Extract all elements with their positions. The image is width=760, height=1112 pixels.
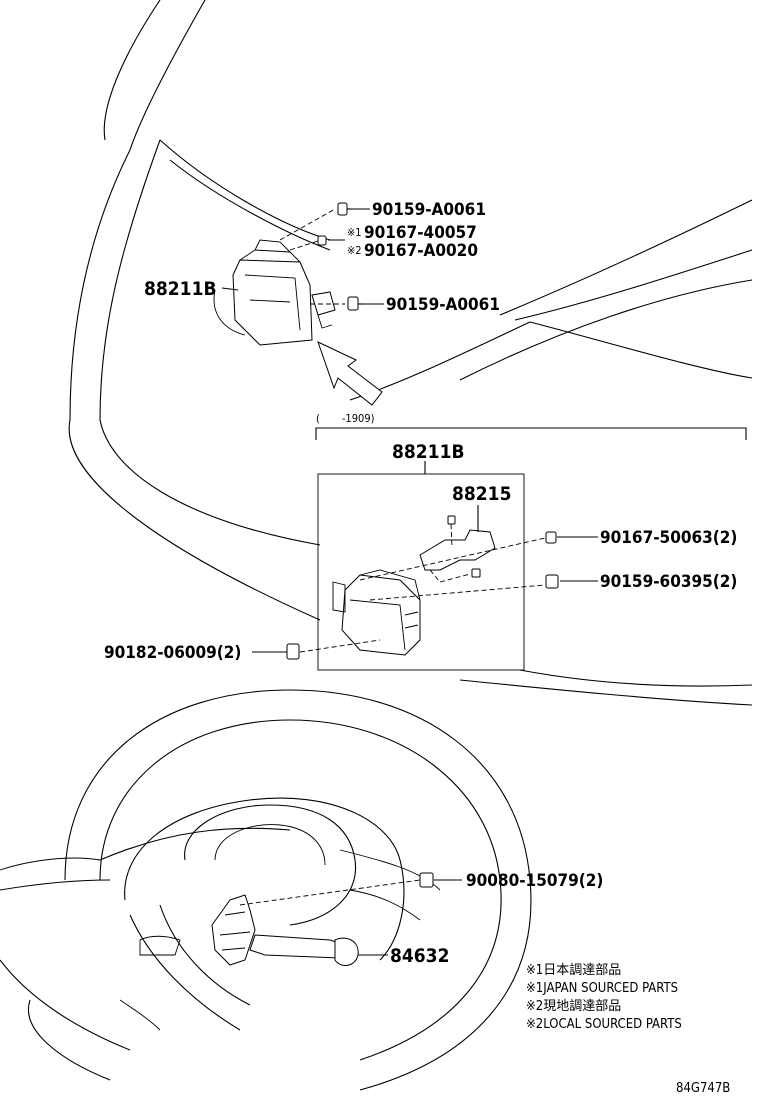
nut-detail-label: 90182-06009(2) <box>104 643 241 663</box>
unit-main-label: 88211B <box>144 278 217 300</box>
figure-id: 84G747B <box>676 1081 730 1096</box>
switch-leaders <box>239 879 462 956</box>
bolt-icon <box>347 296 365 311</box>
nut-icon <box>286 643 300 660</box>
bolt-lower-label: 90159-A0061 <box>386 295 500 315</box>
combination-switch <box>211 894 359 966</box>
camera-unit-detail <box>332 569 421 656</box>
detail-leaders <box>252 536 598 653</box>
bolt-icon <box>337 202 352 216</box>
bolt-detail-label: 90159-60395(2) <box>600 572 737 592</box>
note-2-jp: ※2現地調達部品 <box>526 999 621 1014</box>
windshield-outline <box>68 0 753 706</box>
note-1-en: ※1JAPAN SOURCED PARTS <box>526 981 678 996</box>
bracket-part <box>419 505 496 583</box>
note2-mark: ※2 <box>347 244 362 257</box>
camera-unit-upper <box>232 239 336 346</box>
clip-icon <box>545 531 557 544</box>
arrow-icon <box>317 341 383 406</box>
note-2-en: ※2LOCAL SOURCED PARTS <box>526 1017 682 1032</box>
detail-frame <box>317 473 525 671</box>
upper-leaders <box>221 208 384 305</box>
steering-wheel <box>0 689 532 1091</box>
clip-detail-label: 90167-50063(2) <box>600 528 737 548</box>
bracket-label: 88215 <box>452 483 511 505</box>
parts-notes: ※1日本調達部品 ※1JAPAN SOURCED PARTS ※2現地調達部品 … <box>526 963 682 1032</box>
bolt-icon <box>419 872 434 888</box>
screw-column-label: 90080-15079(2) <box>466 871 603 891</box>
note1-mark: ※1 <box>347 226 362 239</box>
clip-note2-label: 90167-A0020 <box>364 241 478 261</box>
note-1-jp: ※1日本調達部品 <box>526 963 621 978</box>
detail-bracket: ( -1909) 88211B <box>315 412 747 671</box>
clip-icon <box>317 235 327 246</box>
clip-note1-label: 90167-40057 <box>364 223 477 243</box>
bolt-icon <box>545 574 559 589</box>
date-range: ( -1909) <box>316 412 375 425</box>
switch-label: 84632 <box>390 945 449 967</box>
unit-detail-label: 88211B <box>392 441 465 463</box>
bolt-upper-label: 90159-A0061 <box>372 200 486 220</box>
